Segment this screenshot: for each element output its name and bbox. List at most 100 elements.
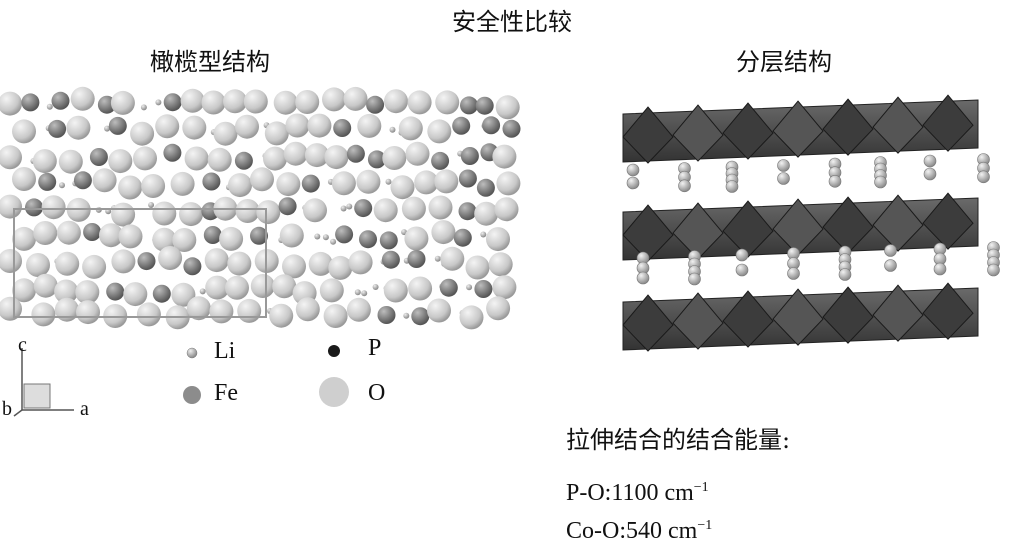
- axis-b-label: b: [2, 398, 12, 420]
- o-atom: [304, 143, 329, 168]
- li-atom: [148, 202, 155, 208]
- fe-atom: [502, 119, 521, 138]
- li-legend-icon: [186, 347, 198, 359]
- o-atom: [407, 90, 432, 115]
- o-atom: [250, 274, 275, 298]
- fe-atom: [458, 202, 477, 221]
- o-atom: [324, 145, 349, 170]
- layered-structure-image: [622, 94, 1000, 352]
- fe-atom: [108, 116, 127, 135]
- li-ion: [735, 248, 749, 262]
- o-atom: [276, 172, 301, 197]
- fe-atom: [73, 171, 92, 190]
- octahedron: [672, 292, 724, 350]
- octahedron: [872, 194, 924, 252]
- fe-atom: [335, 225, 354, 244]
- fe-atom: [234, 151, 253, 170]
- li-ion: [688, 272, 701, 286]
- fe-atom: [250, 226, 268, 245]
- fe-atom: [137, 252, 156, 271]
- octahedron: [772, 288, 824, 346]
- octahedron: [922, 192, 974, 250]
- fe-atom: [452, 116, 471, 135]
- coo-binding-energy: Co-O:540 cm−1: [566, 518, 712, 545]
- li-atom: [340, 205, 347, 212]
- o-atom: [158, 246, 183, 270]
- fe-atom: [51, 91, 70, 110]
- o-atom: [308, 251, 333, 276]
- li-atom: [59, 182, 65, 189]
- o-atom: [414, 170, 439, 195]
- o-atom: [295, 90, 320, 114]
- o-atom: [12, 119, 36, 144]
- fe-atom: [346, 144, 365, 163]
- axis-a-label: a: [80, 398, 89, 420]
- fe-atom: [367, 150, 386, 169]
- li-ion: [874, 175, 887, 189]
- o-atom: [272, 274, 297, 299]
- o-atom: [398, 116, 423, 141]
- li-atom: [322, 234, 329, 241]
- o-atom: [141, 174, 166, 198]
- o-atom: [58, 149, 83, 174]
- fe-legend-icon: [183, 386, 201, 404]
- o-atom: [108, 149, 133, 174]
- o-atom: [111, 202, 136, 227]
- octahedral-layers: [622, 94, 979, 352]
- o-atom: [54, 279, 79, 304]
- li-atom: [403, 312, 410, 319]
- li-atom: [140, 104, 147, 111]
- axis-c-label: c: [18, 334, 27, 356]
- li-atom: [199, 288, 206, 295]
- o-atom: [201, 90, 226, 115]
- fe-atom: [21, 93, 40, 112]
- o-atom: [427, 298, 451, 323]
- o-atom: [133, 146, 157, 171]
- o-atom: [204, 248, 229, 273]
- o-atom: [92, 168, 117, 193]
- fe-atom: [476, 178, 495, 197]
- o-atom: [76, 300, 100, 325]
- o-atom: [486, 227, 510, 252]
- fe-atom: [163, 93, 182, 112]
- octahedron: [672, 104, 724, 162]
- fe-atom: [407, 250, 426, 268]
- o-atom: [180, 88, 205, 113]
- octahedron: [772, 100, 824, 158]
- o-atom: [496, 171, 521, 196]
- o-atom: [264, 121, 289, 146]
- fe-atom: [301, 174, 320, 193]
- o-atom: [285, 113, 310, 138]
- octahedron: [722, 290, 774, 348]
- fe-atom: [366, 95, 385, 114]
- o-atom: [492, 275, 517, 300]
- o-atom: [0, 249, 22, 273]
- o-atom: [184, 146, 209, 171]
- o-atom: [70, 86, 95, 111]
- o-atom: [273, 90, 298, 115]
- o-legend-icon: [319, 377, 349, 407]
- o-atom: [227, 251, 252, 276]
- olivine-atoms: [0, 86, 521, 330]
- o-atom: [152, 227, 177, 252]
- fe-atom: [354, 199, 373, 218]
- fe-atom: [359, 230, 377, 249]
- o-atom: [434, 169, 459, 194]
- li-atom: [466, 284, 473, 291]
- o-atom: [408, 276, 433, 301]
- p-legend-icon: [328, 345, 340, 357]
- o-atom: [405, 141, 430, 166]
- o-atom: [118, 175, 143, 200]
- o-atom: [225, 275, 249, 300]
- o-atom: [495, 95, 520, 120]
- o-atom: [32, 149, 57, 174]
- legend-li: Li: [214, 338, 236, 364]
- fe-atom: [377, 306, 396, 324]
- li-ion: [838, 268, 852, 281]
- o-atom: [186, 296, 211, 321]
- o-atom: [435, 90, 460, 115]
- o-atom: [401, 196, 426, 221]
- li-atom: [480, 231, 487, 238]
- fe-atom: [431, 151, 450, 170]
- o-atom: [209, 299, 234, 324]
